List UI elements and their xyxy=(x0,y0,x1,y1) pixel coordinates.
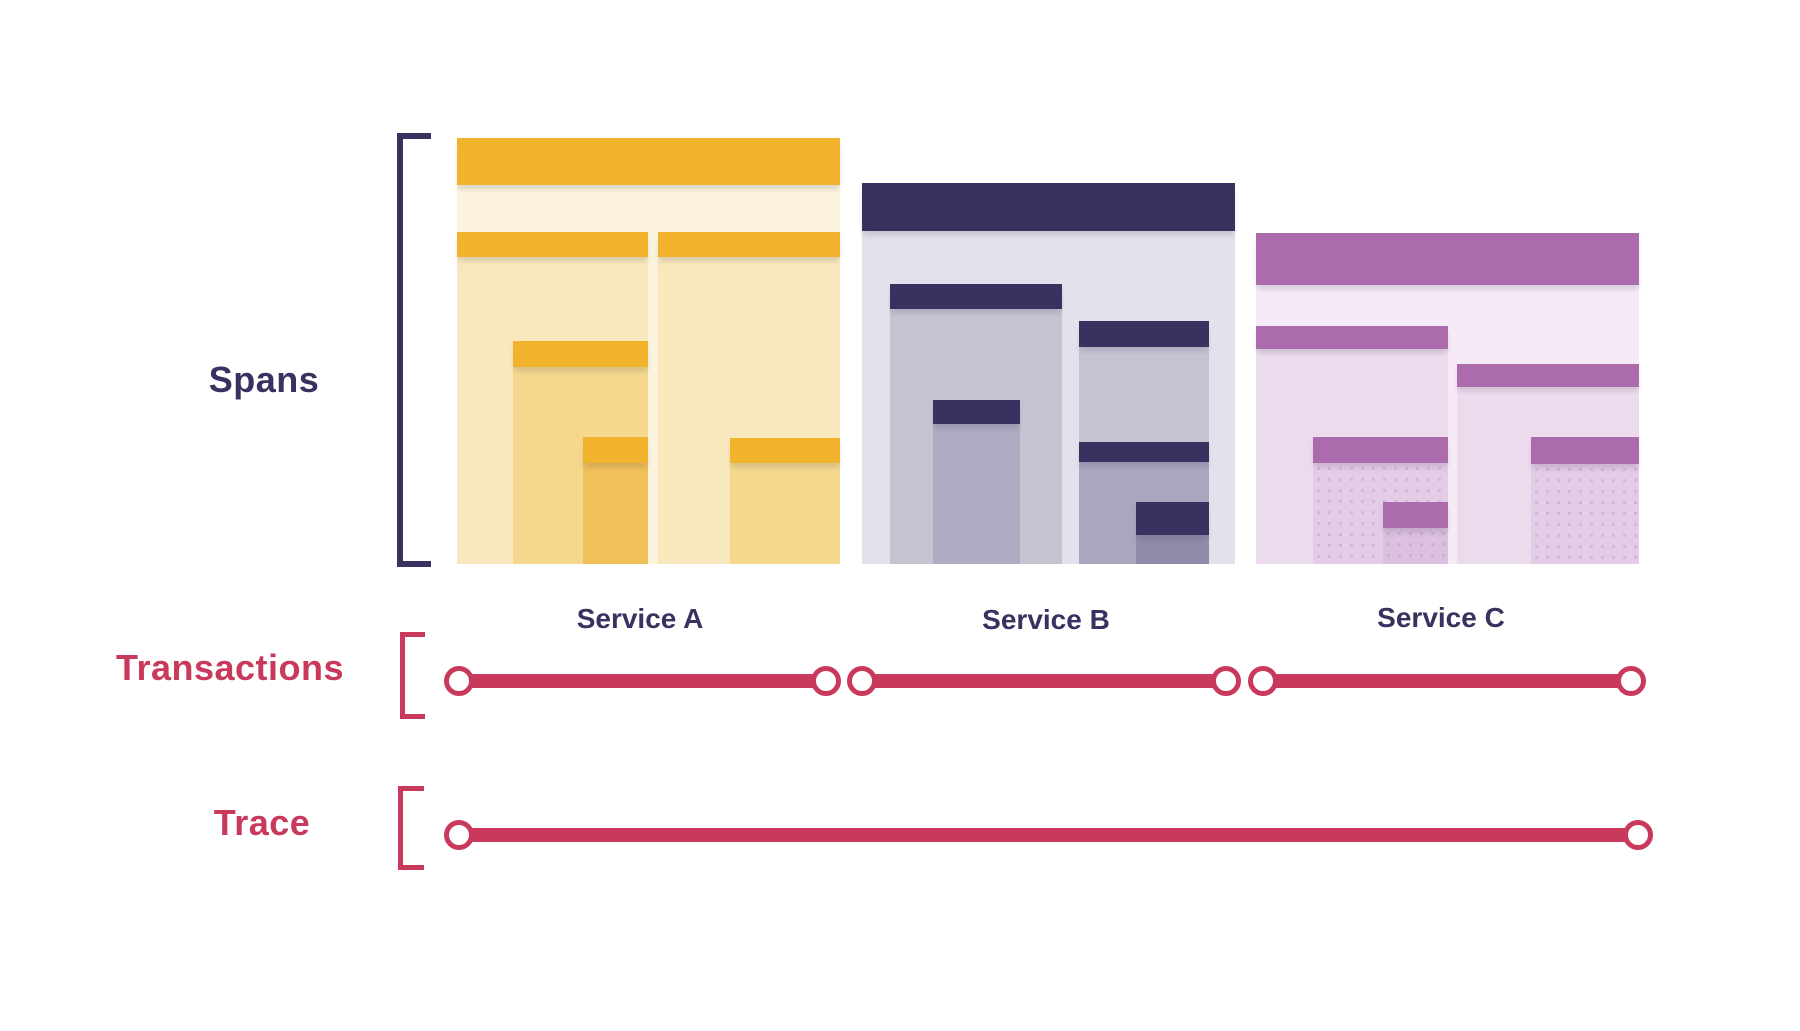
transaction-3-start-circle xyxy=(1248,666,1278,696)
trace-line xyxy=(459,828,1638,842)
span-bar-service-a-5 xyxy=(583,437,648,463)
transactions-row-label: Transactions xyxy=(115,647,345,688)
span-bar-service-b-4 xyxy=(1079,442,1209,462)
span-body-service-b-5 xyxy=(1136,535,1209,564)
transaction-1-start-circle xyxy=(444,666,474,696)
trace-bracket xyxy=(398,786,424,870)
span-bar-service-b-5 xyxy=(1136,502,1209,535)
span-bar-service-a-2 xyxy=(658,232,840,257)
spans-row-label: Spans xyxy=(208,359,320,400)
span-bar-service-b-3 xyxy=(933,400,1020,424)
service-label-service-c: Service C xyxy=(1377,602,1505,633)
span-bar-service-a-1 xyxy=(457,232,648,257)
transaction-3-end-circle xyxy=(1616,666,1646,696)
span-body-service-c-4 xyxy=(1531,464,1639,564)
span-bar-service-b-1 xyxy=(890,284,1062,309)
service-label-service-a: Service A xyxy=(576,603,704,634)
spans-bracket xyxy=(397,133,431,567)
transaction-2-line xyxy=(862,674,1226,688)
span-body-service-c-5 xyxy=(1383,528,1448,564)
span-bar-service-b-0 xyxy=(862,183,1235,231)
span-body-service-a-5 xyxy=(583,463,648,564)
span-bar-service-c-3 xyxy=(1313,437,1448,463)
trace-row-label: Trace xyxy=(213,802,311,843)
span-bar-service-a-4 xyxy=(730,438,840,463)
span-body-service-b-3 xyxy=(933,424,1020,564)
span-body-service-a-4 xyxy=(730,463,840,564)
span-bar-service-a-3 xyxy=(513,341,648,367)
transaction-1-line xyxy=(459,674,826,688)
trace-end-circle xyxy=(1623,820,1653,850)
span-bar-service-c-1 xyxy=(1256,326,1448,349)
span-bar-service-c-0 xyxy=(1256,233,1639,285)
span-bar-service-c-5 xyxy=(1383,502,1448,528)
transactions-bracket xyxy=(400,632,425,719)
span-bar-service-b-2 xyxy=(1079,321,1209,347)
span-bar-service-a-0 xyxy=(457,138,840,185)
trace-start-circle xyxy=(444,820,474,850)
transaction-1-end-circle xyxy=(811,666,841,696)
span-bar-service-c-4 xyxy=(1531,437,1639,464)
transaction-2-start-circle xyxy=(847,666,877,696)
service-label-service-b: Service B xyxy=(982,604,1110,635)
transaction-3-line xyxy=(1263,674,1631,688)
transaction-2-end-circle xyxy=(1211,666,1241,696)
span-bar-service-c-2 xyxy=(1457,364,1639,387)
